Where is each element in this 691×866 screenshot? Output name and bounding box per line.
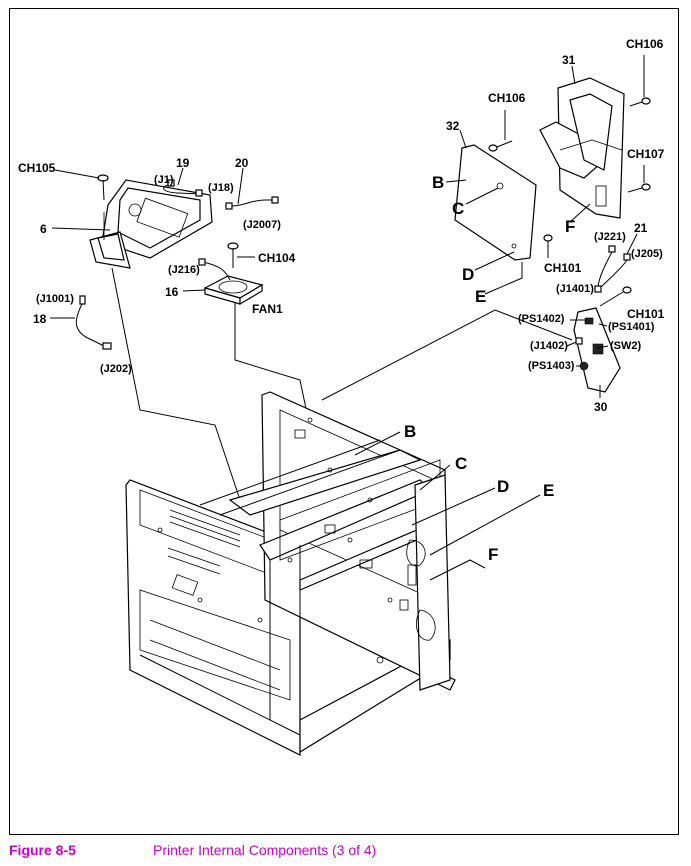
label-j18: (J18) bbox=[208, 182, 234, 194]
label-sw2: (SW2) bbox=[610, 340, 642, 352]
exploded-parts-diagram: CH105 19 20 (J1) (J18) (J2007) 6 (J216) … bbox=[18, 37, 665, 756]
label-ch105: CH105 bbox=[18, 161, 56, 175]
label-21: 21 bbox=[634, 221, 648, 235]
label-18: 18 bbox=[33, 312, 47, 326]
label-20: 20 bbox=[235, 156, 249, 170]
label-j205: (J205) bbox=[631, 248, 663, 260]
label-ch101-b: CH101 bbox=[627, 307, 665, 321]
label-e-top: E bbox=[475, 287, 486, 306]
label-6: 6 bbox=[40, 222, 47, 236]
leader-b-frame bbox=[354, 431, 401, 456]
plate-32 bbox=[454, 129, 537, 261]
leader-6 bbox=[51, 227, 111, 231]
label-ch104: CH104 bbox=[258, 251, 296, 265]
label-d-top: D bbox=[462, 265, 474, 284]
label-32: 32 bbox=[446, 119, 460, 133]
label-31: 31 bbox=[562, 53, 576, 67]
label-ps1401: (PS1401) bbox=[608, 321, 655, 333]
label-ch101-a: CH101 bbox=[544, 261, 582, 275]
screw-ch101-b bbox=[599, 286, 632, 307]
label-16: 16 bbox=[165, 285, 179, 299]
label-j1: (J1) bbox=[154, 174, 174, 186]
label-19: 19 bbox=[176, 156, 190, 170]
cable-21 bbox=[594, 233, 638, 293]
mount-line-sensor bbox=[321, 309, 573, 401]
label-d-frame: D bbox=[497, 477, 509, 496]
label-j216: (J216) bbox=[168, 264, 200, 276]
leader-b-top bbox=[445, 179, 467, 183]
label-j1001: (J1001) bbox=[36, 293, 74, 305]
leader-d-frame bbox=[411, 487, 496, 526]
label-ch106-right: CH106 bbox=[626, 37, 664, 51]
screw-ch101-a bbox=[543, 234, 553, 258]
label-j1402: (J1402) bbox=[530, 340, 568, 352]
leader-c-frame bbox=[419, 464, 451, 491]
figure-title: Printer Internal Components (3 of 4) bbox=[153, 842, 377, 858]
label-ps1403: (PS1403) bbox=[528, 360, 575, 372]
cable-20 bbox=[231, 199, 275, 207]
label-f-frame: F bbox=[488, 545, 498, 564]
fan-16 bbox=[182, 258, 264, 306]
label-ps1402: (PS1402) bbox=[518, 313, 565, 325]
label-e-frame: E bbox=[543, 481, 554, 500]
label-j1401: (J1401) bbox=[556, 283, 594, 295]
leader-c-top bbox=[465, 187, 499, 205]
label-30: 30 bbox=[594, 400, 608, 414]
leader-e-top bbox=[484, 262, 523, 295]
label-c-frame: C bbox=[455, 454, 467, 473]
label-c-top: C bbox=[452, 199, 464, 218]
label-j202: (J202) bbox=[100, 363, 132, 375]
leader-e-frame bbox=[429, 494, 541, 556]
screw-ch105 bbox=[97, 174, 109, 201]
leader-f-frame bbox=[429, 559, 486, 581]
figure-number: Figure 8-5 bbox=[9, 842, 76, 858]
figure-caption: Figure 8-5 Printer Internal Components (… bbox=[9, 842, 679, 862]
screw-ch106-right bbox=[629, 55, 651, 107]
label-ch106-left: CH106 bbox=[488, 91, 526, 105]
leader-ch105 bbox=[54, 169, 100, 179]
screw-ch104 bbox=[227, 242, 255, 268]
leader-d-top bbox=[474, 251, 515, 271]
dc-controller-assembly bbox=[89, 179, 213, 269]
label-ch107: CH107 bbox=[627, 147, 665, 161]
screw-ch106-left bbox=[488, 110, 513, 152]
label-fan1: FAN1 bbox=[252, 302, 283, 316]
printer-frame bbox=[125, 391, 456, 756]
sensor-board-30 bbox=[566, 307, 621, 398]
screw-ch107 bbox=[627, 165, 651, 193]
label-j2007: (J2007) bbox=[243, 219, 281, 231]
label-b-top: B bbox=[432, 173, 444, 192]
label-b-frame: B bbox=[404, 422, 416, 441]
leader-f-top bbox=[569, 203, 591, 223]
bracket-31 bbox=[539, 65, 625, 219]
label-f-top: F bbox=[565, 217, 575, 236]
cable-18 bbox=[50, 295, 112, 350]
mount-line-bracket bbox=[111, 267, 241, 501]
label-j221: (J221) bbox=[594, 231, 626, 243]
